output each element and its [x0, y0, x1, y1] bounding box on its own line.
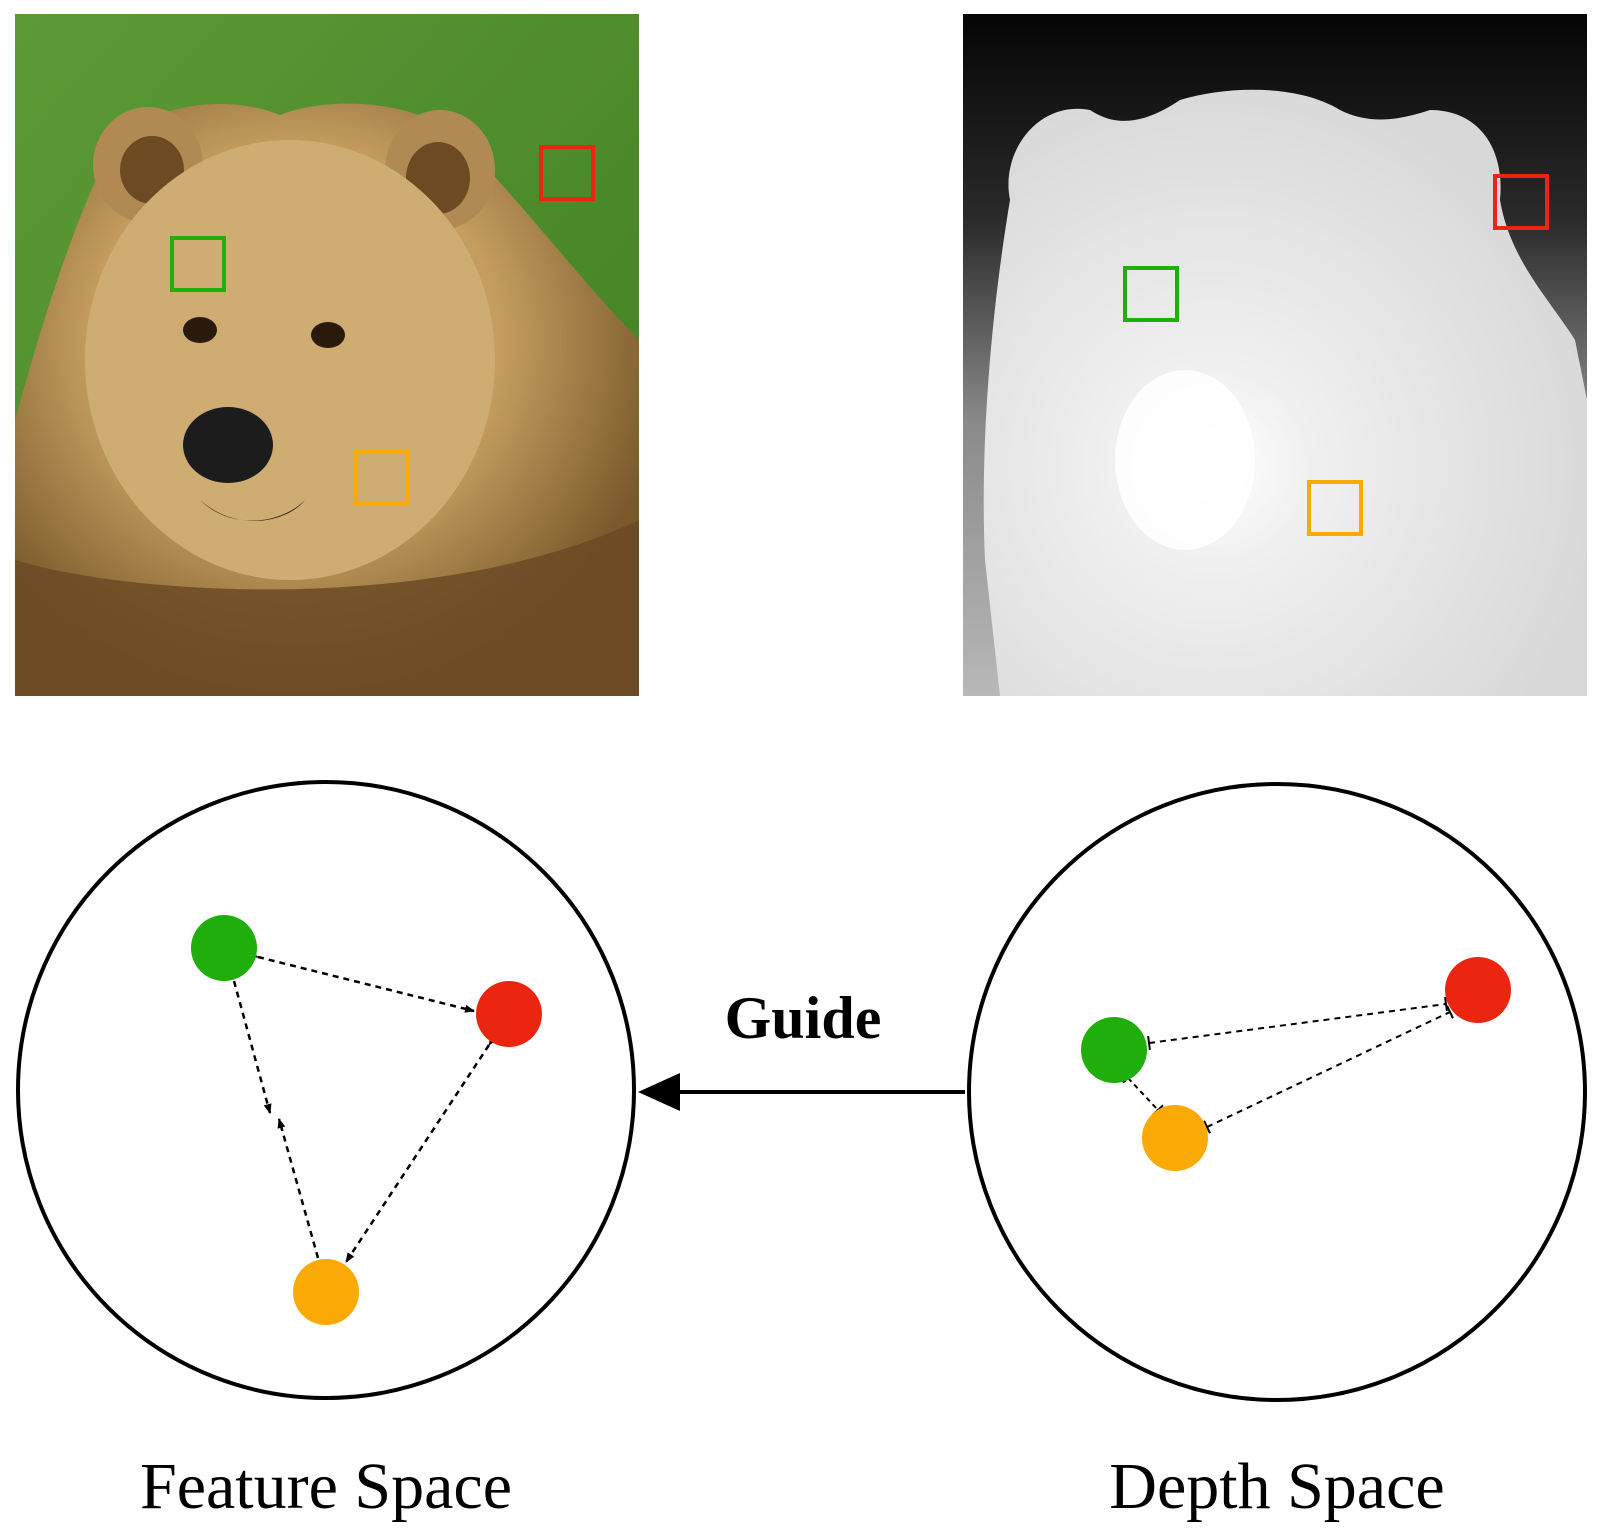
- feature-point-red: [476, 981, 542, 1047]
- guide-arrow-group: Guide: [638, 985, 965, 1111]
- depth-space-label: Depth Space: [1109, 1450, 1444, 1523]
- feature-space-circle: [16, 780, 636, 1400]
- bear-nose: [183, 407, 273, 483]
- depth-marker-red: [1493, 174, 1549, 230]
- depth-marker-orange: [1307, 480, 1363, 536]
- depth-marker-green: [1123, 266, 1179, 322]
- depth-space-circle: [967, 782, 1587, 1402]
- depth-space-diagram: [967, 782, 1587, 1402]
- guide-arrowhead: [638, 1073, 680, 1111]
- depth-edge-green-red: [1147, 996, 1448, 1051]
- depth-edge-green-orange: [1122, 1072, 1164, 1116]
- depth-edge-orange-red: [1203, 1005, 1454, 1134]
- feature-edge-green-red: [248, 950, 475, 1013]
- feature-space-diagram: [16, 780, 636, 1400]
- guide-label: Guide: [725, 985, 882, 1051]
- depth-point-orange: [1142, 1105, 1208, 1171]
- feature-point-green: [191, 915, 257, 981]
- feature-edge-green-mid: [232, 980, 272, 1114]
- rgb-marker-orange: [353, 449, 409, 505]
- rgb-marker-green: [170, 236, 226, 292]
- feature-point-orange: [293, 1259, 359, 1325]
- depth-point-green: [1081, 1017, 1147, 1083]
- feature-edge-red-orange: [344, 1035, 498, 1263]
- bear-eye-left: [183, 317, 217, 343]
- depth-image-panel: [963, 14, 1587, 696]
- depth-point-red: [1445, 957, 1511, 1023]
- bear-face: [85, 140, 495, 580]
- depth-snout-highlight: [1115, 370, 1255, 550]
- feature-edge-orange-mid: [277, 1118, 320, 1259]
- rgb-image-panel: [15, 14, 639, 696]
- depth-bear-silhouette: [983, 89, 1587, 696]
- feature-space-label: Feature Space: [140, 1450, 512, 1523]
- bear-eye-right: [311, 322, 345, 348]
- rgb-marker-red: [539, 145, 595, 201]
